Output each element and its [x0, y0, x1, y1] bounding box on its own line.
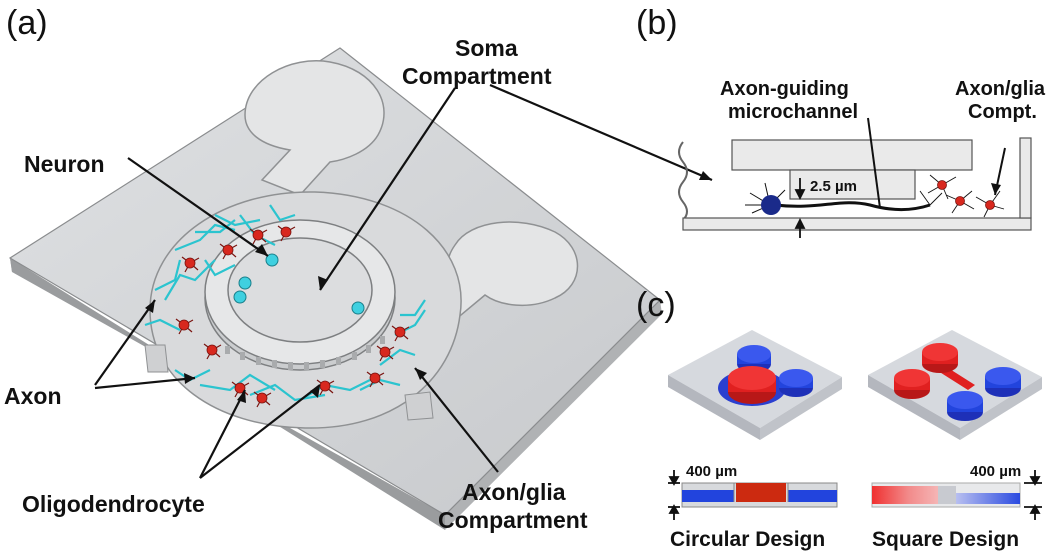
height-label: 2.5 µm	[810, 178, 857, 195]
panel-label-b: (b)	[636, 4, 678, 42]
soma-label-line2: Compartment	[402, 63, 552, 89]
circular-design-label: Circular Design	[670, 528, 825, 551]
dim-label-right: 400 µm	[970, 463, 1021, 480]
soma-compartment-well	[227, 237, 373, 343]
callout-lines-a	[94, 83, 713, 479]
square-cross-section	[871, 482, 1021, 508]
square-design-3d	[868, 330, 1042, 440]
compt-label-line2: Compt.	[968, 101, 1037, 123]
circular-design-3d	[668, 330, 842, 440]
panel-label-c: (c)	[636, 286, 676, 324]
panel-b-cross-section	[678, 117, 1032, 238]
oligodendrocyte-label: Oligodendrocyte	[22, 491, 205, 517]
compt-label-line1: Axon/glia	[955, 78, 1046, 100]
square-design-label: Square Design	[872, 528, 1019, 551]
panel-a-device	[8, 47, 662, 530]
dimension-markers	[668, 470, 1042, 520]
dim-label-left: 400 µm	[686, 463, 737, 480]
axonglia-label-line1: Axon/glia	[462, 479, 566, 505]
axonglia-label-line2: Compartment	[438, 507, 588, 533]
neuron-label: Neuron	[24, 151, 105, 177]
microchannel-teeth	[225, 336, 385, 370]
neuron-soma	[761, 195, 781, 215]
guide-label-line2: microchannel	[728, 101, 858, 123]
oligodendrocytes	[175, 225, 410, 408]
panel-label-a: (a)	[6, 4, 48, 42]
guide-label-line1: Axon-guiding	[720, 78, 849, 100]
upper-reservoir	[244, 60, 385, 196]
circular-cross-section	[681, 482, 838, 508]
soma-label-line1: Soma	[455, 35, 518, 61]
callout-arrowheads-a	[145, 171, 712, 403]
axon-label: Axon	[4, 383, 62, 409]
neuron-balls	[233, 253, 365, 315]
